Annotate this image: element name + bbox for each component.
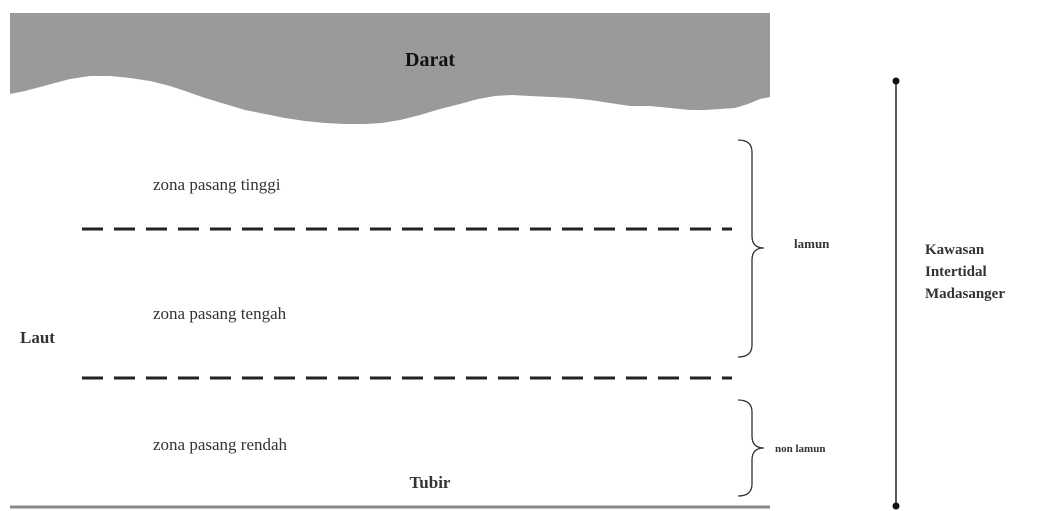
bracket-lower-label: non lamun — [775, 443, 825, 455]
region-label-line-1: Kawasan — [925, 242, 985, 258]
land-label: Darat — [405, 49, 455, 71]
zone-label-low: zona pasang rendah — [153, 435, 288, 454]
land-shape — [10, 13, 770, 124]
zone-label-high: zona pasang tinggi — [153, 175, 281, 194]
bracket-upper — [737, 139, 765, 358]
region-label-line-2: Intertidal — [925, 264, 987, 280]
bracket-lower — [737, 399, 765, 497]
region-extent-bottom-dot — [892, 502, 900, 510]
zone-label-middle: zona pasang tengah — [153, 304, 287, 323]
region-extent-top-dot — [892, 77, 900, 85]
sea-label: Laut — [20, 328, 55, 347]
bracket-upper-label: lamun — [794, 236, 830, 251]
edge-label: Tubir — [410, 473, 451, 492]
region-label-line-3: Madasanger — [925, 286, 1005, 302]
